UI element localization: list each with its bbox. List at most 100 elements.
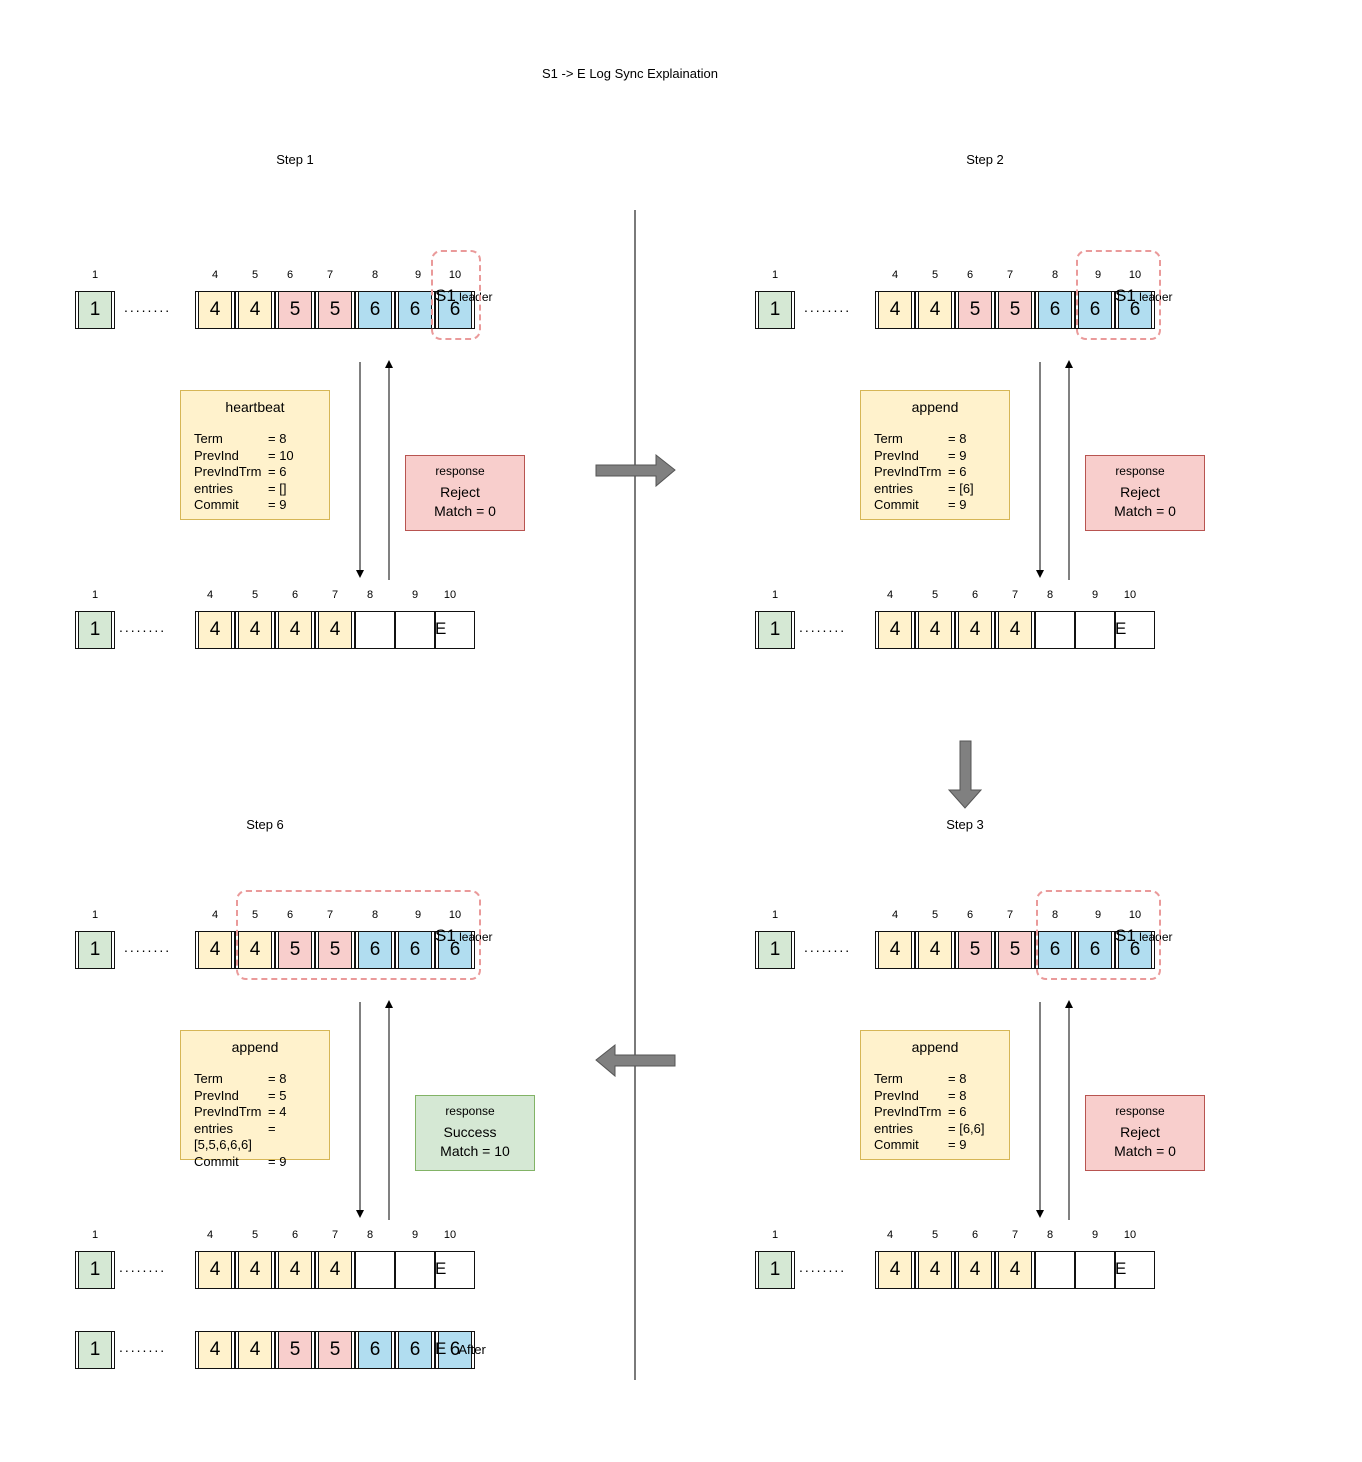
field-key: PrevInd <box>874 1087 919 1103</box>
field-key: entries <box>194 1120 234 1136</box>
step2-leader-entry: 1 <box>755 291 795 329</box>
step1-leader-index: 10 <box>448 269 462 281</box>
node-role: leader <box>455 290 493 304</box>
entry-term: 1 <box>89 1259 101 1280</box>
flow-arrow-down-icon <box>947 740 983 809</box>
step3-leader-index: 10 <box>1128 909 1142 921</box>
step3-follower-index: 4 <box>886 1229 894 1241</box>
field-value: = [6,6] <box>948 1120 985 1136</box>
step3-leader-index: 7 <box>1006 909 1014 921</box>
field-value: = 8 <box>948 1087 967 1103</box>
field-key: entries <box>874 1120 914 1136</box>
field-key: Term <box>194 431 223 446</box>
step3-follower-index: 9 <box>1091 1229 1099 1241</box>
step6-leader-index: 8 <box>371 909 379 921</box>
step3-follower-entry <box>1115 1251 1155 1289</box>
message-type: append <box>231 1039 279 1055</box>
step3-highlight <box>1036 890 1161 980</box>
entry-term: 6 <box>1089 939 1101 960</box>
step6-after-entry: 1 <box>75 1331 115 1369</box>
entry-term: 6 <box>1049 939 1061 960</box>
field-key: PrevInd <box>194 1087 239 1103</box>
step1-follower-index: 8 <box>366 589 374 601</box>
step6-follower-entry: 4 <box>195 1251 235 1289</box>
step6-leader-entry: 5 <box>275 931 315 969</box>
message-field: Commit= 9 <box>194 1154 286 1171</box>
step1-leader-entry: 6 <box>435 291 475 329</box>
step2-leader-entry: 6 <box>1115 291 1155 329</box>
field-key: Commit <box>874 1137 919 1152</box>
message-field: Term= 8 <box>874 431 974 448</box>
field-key: entries <box>194 480 234 496</box>
step2-follower-index: 5 <box>931 589 939 601</box>
entry-term: 1 <box>89 1339 101 1360</box>
step6-follower-ellipsis: ........ <box>119 1259 167 1275</box>
entry-term: 4 <box>209 939 221 960</box>
step6-after-entry: 6 <box>355 1331 395 1369</box>
step2-leader-index: 8 <box>1051 269 1059 281</box>
entry-term: 4 <box>929 619 941 640</box>
response-status: Reject <box>440 484 480 500</box>
message-field: PrevInd = 8 <box>874 1088 985 1105</box>
message-field: PrevInd= 10 <box>194 448 294 465</box>
entry-term: 1 <box>769 619 781 640</box>
step1-leader-entry: 5 <box>315 291 355 329</box>
entry-term: 5 <box>289 299 301 320</box>
field-value: = [] <box>268 480 287 496</box>
field-key: [5,5,6,6,6] <box>194 1137 252 1152</box>
step6-after-entry: 5 <box>315 1331 355 1369</box>
flow-arrow-left-icon <box>595 1043 676 1078</box>
step6-follower-index: 1 <box>91 1229 99 1241</box>
step3-follower-label: E <box>1115 1259 1127 1278</box>
step6-leader-entry: 5 <box>315 931 355 969</box>
step2-leader-index: 4 <box>891 269 899 281</box>
node-name: S1 <box>435 926 456 945</box>
step1-title: Step 1 <box>276 152 314 167</box>
entry-term: 6 <box>1129 299 1141 320</box>
entry-term: 4 <box>209 619 221 640</box>
step1-leader-index: 5 <box>251 269 259 281</box>
step6-leader-entry: 6 <box>395 931 435 969</box>
step6-after-entry: 4 <box>195 1331 235 1369</box>
step2-arrows <box>1036 360 1073 580</box>
field-key: Commit <box>194 1153 239 1169</box>
step3-response: response Reject Match = 0 <box>1085 1095 1205 1171</box>
entry-term: 4 <box>289 1259 301 1280</box>
entry-term: 4 <box>209 299 221 320</box>
step2-follower-entry <box>1035 611 1075 649</box>
step3-leader-label: S1 leader <box>1115 926 1173 946</box>
step1-highlight <box>431 250 481 340</box>
field-value: = 5 <box>268 1087 287 1103</box>
step2-leader-entry: 4 <box>875 291 915 329</box>
step2-leader-index: 6 <box>966 269 974 281</box>
step2-leader-entry: 6 <box>1075 291 1115 329</box>
step2-follower-entry <box>1075 611 1115 649</box>
step3-follower-index: 5 <box>931 1229 939 1241</box>
step3-title: Step 3 <box>946 817 984 832</box>
step3-follower-index: 7 <box>1011 1229 1019 1241</box>
step2-follower-index: 7 <box>1011 589 1019 601</box>
step6-follower-index: 5 <box>251 1229 259 1241</box>
step1-leader-entry: 1 <box>75 291 115 329</box>
step3-leader-entry: 6 <box>1115 931 1155 969</box>
node-name: S1 <box>1115 286 1136 305</box>
step6-follower-entry: 1 <box>75 1251 115 1289</box>
step2-follower-entry: 4 <box>915 611 955 649</box>
after-tag: After <box>458 1342 486 1357</box>
step2-follower-index: 8 <box>1046 589 1054 601</box>
entry-term: 6 <box>409 1339 421 1360</box>
step2-leader-index: 9 <box>1094 269 1102 281</box>
step6-leader-entry: 1 <box>75 931 115 969</box>
entry-term: 6 <box>409 299 421 320</box>
entry-term: 4 <box>289 619 301 640</box>
field-key: PrevIndTrm <box>194 464 262 479</box>
step2-leader-ellipsis: ........ <box>804 299 852 315</box>
response-header: response <box>445 1104 495 1118</box>
step1-response: response Reject Match = 0 <box>405 455 525 531</box>
step1-leader-index: 9 <box>414 269 422 281</box>
step6-after-entry: 6 <box>395 1331 435 1369</box>
